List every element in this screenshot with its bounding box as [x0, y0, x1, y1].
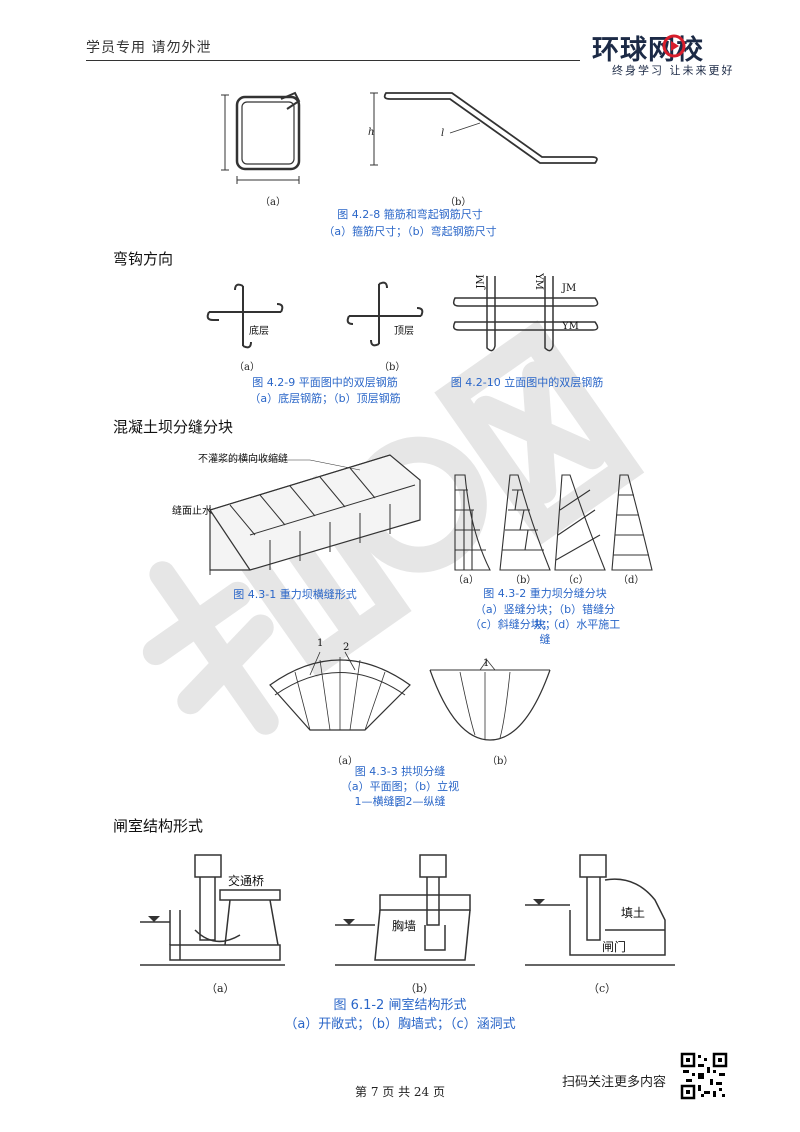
fig-4-3-2-label-d: （d） [618, 575, 645, 586]
fig-4-3-2-caption-sub2: （c）斜缝分块；（d）水平施工缝 [469, 618, 621, 646]
fig-4-2-9-caption-sub: （a）底层钢筋；（b）顶层钢筋 [249, 392, 401, 405]
section-heading-hook-direction: 弯钩方向 [113, 250, 174, 268]
fig-6-1-2-caption-sub: （a）开敞式；（b）胸墙式；（c）涵洞式 [284, 1017, 516, 1032]
breastwall-sluice-diagram [335, 854, 475, 966]
fig-4-3-3-caption-sub1: （a）平面图；（b）立视图 [340, 780, 460, 808]
elevation-rebar-diagram [452, 276, 599, 352]
fig-4-2-8-label-a: （a） [260, 197, 286, 208]
fig-4-2-9-label-a: （a） [234, 362, 260, 373]
fig-4-3-1-label-waterstop: 缝面止水 [172, 506, 212, 517]
header-divider [86, 60, 580, 61]
fig-4-2-10-label-jm-vertical: JM [475, 274, 487, 289]
fig-4-3-2-caption-sub1: （a）竖缝分块；（b）错缝分块； [474, 603, 616, 631]
fig-4-2-9-caption-title: 图 4.2-9 平面图中的双层钢筋 [252, 376, 398, 389]
gravity-dam-block-joints-diagram [454, 474, 653, 571]
bent-rebar-diagram [370, 92, 598, 166]
section-heading-dam-joints: 混凝土坝分缝分块 [113, 418, 234, 436]
fig-4-2-8-caption-sub: （a）箍筋尺寸；（b）弯起钢筋尺寸 [323, 225, 497, 238]
fig-4-2-10-caption-title: 图 4.2-10 立面图中的双层钢筋 [450, 376, 604, 389]
fig-4-3-2-label-a: （a） [453, 575, 479, 586]
fig-4-3-3-caption-title: 图 4.3-3 拱坝分缝 [354, 765, 446, 778]
fig-6-1-2-caption-title: 图 6.1-2 闸室结构形式 [333, 998, 467, 1013]
fig-6-1-2-label-gate: 闸门 [602, 940, 627, 954]
fig-4-2-8-label-l: l [441, 128, 445, 139]
page-number: 第 7 页 共 24 页 [355, 1085, 445, 1099]
logo-play-icon [662, 34, 686, 58]
fig-4-3-2-label-b: （b） [510, 575, 537, 586]
stirrup-diagram [221, 91, 301, 184]
fig-6-1-2-label-fill: 填土 [621, 906, 646, 920]
fig-6-1-2-label-c: （c） [588, 982, 617, 995]
fig-4-3-3-label-a: （a） [332, 756, 358, 767]
fig-4-2-10-label-jm: JM [562, 283, 577, 294]
fig-4-2-9-label-b: （b） [379, 362, 406, 373]
fig-4-3-3-label-1-elevation: 1 [483, 658, 490, 669]
fig-4-2-9-label-top: 顶层 [394, 326, 414, 337]
fig-4-2-10-label-ym: YM [562, 321, 579, 332]
fig-4-3-3-label-2: 2 [343, 642, 350, 653]
qr-code-icon[interactable] [680, 1052, 728, 1100]
fig-4-3-1-label-joint: 不灌浆的横向收缩缝 [198, 454, 288, 465]
culvert-sluice-diagram [525, 854, 675, 966]
open-sluice-diagram [140, 854, 285, 966]
header-note: 学员专用 请勿外泄 [86, 40, 212, 56]
fig-4-3-3-label-b: （b） [487, 756, 514, 767]
top-layer-rebar-diagram [346, 281, 424, 347]
section-heading-sluice-structure: 闸室结构形式 [113, 817, 204, 835]
fig-4-2-10-label-ym-vertical: YM [532, 273, 544, 290]
brand-slogan: 终身学习 让未来更好 [612, 64, 735, 77]
fig-4-3-1-caption-title: 图 4.3-1 重力坝横缝形式 [233, 588, 357, 601]
arch-dam-elevation-diagram [429, 659, 551, 741]
qr-prompt-text: 扫码关注更多内容 [562, 1075, 667, 1090]
fig-4-2-9-label-bottom: 底层 [249, 326, 269, 337]
fig-4-2-8-label-b: （b） [445, 197, 472, 208]
fig-4-2-8-label-h: h [368, 127, 375, 138]
fig-4-2-8-caption-title: 图 4.2-8 箍筋和弯起钢筋尺寸 [337, 208, 483, 221]
fig-4-3-3-caption-sub2: 1—横缝；2—纵缝 [354, 795, 446, 808]
fig-6-1-2-label-bridge: 交通桥 [228, 874, 265, 888]
gravity-dam-transverse-joints-diagram [209, 454, 421, 575]
bottom-layer-rebar-diagram [206, 283, 284, 349]
arch-dam-plan-diagram [269, 651, 411, 731]
fig-6-1-2-label-a: （a） [206, 982, 235, 995]
fig-4-3-2-caption-title: 图 4.3-2 重力坝分缝分块 [483, 587, 607, 600]
fig-4-3-2-label-c: （c） [563, 575, 589, 586]
fig-6-1-2-label-b: （b） [405, 982, 435, 995]
fig-4-3-3-label-1: 1 [317, 638, 324, 649]
fig-6-1-2-label-breastwall: 胸墙 [392, 919, 417, 933]
